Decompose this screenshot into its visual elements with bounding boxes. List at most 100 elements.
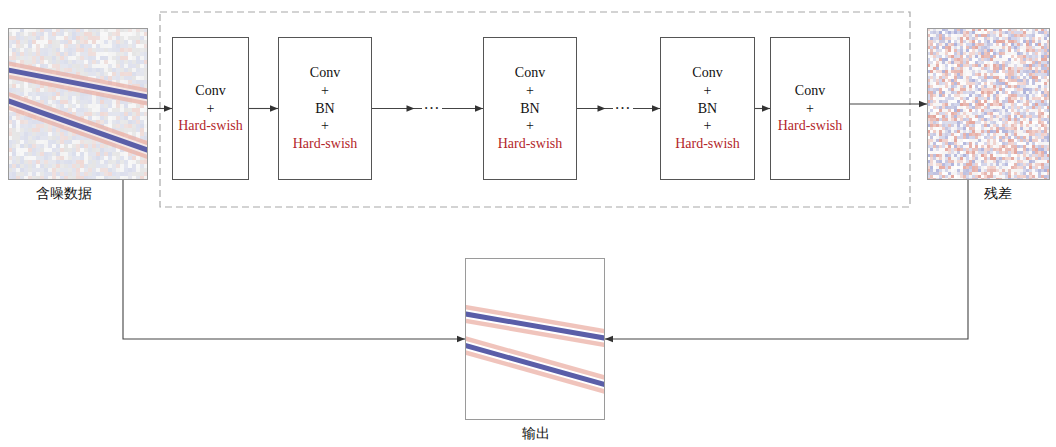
noise-cell [56, 136, 60, 140]
noise-cell [936, 73, 939, 76]
noise-cell [76, 160, 80, 164]
noise-cell [104, 108, 108, 112]
noise-cell [28, 132, 32, 136]
noise-cell [1011, 61, 1014, 64]
noise-cell [136, 104, 140, 108]
noise-cell [44, 64, 48, 68]
noise-cell [978, 73, 981, 76]
noise-cell [24, 56, 28, 60]
noise-cell [1044, 52, 1047, 55]
noise-cell [76, 164, 80, 168]
noise-cell [930, 49, 933, 52]
noise-cell [104, 100, 108, 104]
noise-cell [1041, 64, 1044, 67]
noise-cell [72, 48, 76, 52]
noise-cell [32, 136, 36, 140]
noise-cell [72, 140, 76, 144]
noise-cell [942, 46, 945, 49]
noise-cell [140, 124, 144, 128]
noise-cell [987, 64, 990, 67]
noise-cell [28, 36, 32, 40]
noise-cell [104, 40, 108, 44]
noise-cell [1011, 43, 1014, 46]
noise-cell [1032, 61, 1035, 64]
noise-cell [963, 37, 966, 40]
noise-cell [1029, 49, 1032, 52]
noise-cell [1005, 37, 1008, 40]
noise-cell [132, 168, 136, 172]
noise-cell [100, 60, 104, 64]
noise-cell [954, 37, 957, 40]
noise-cell [60, 152, 64, 156]
noise-cell [68, 60, 72, 64]
noise-cell [20, 152, 24, 156]
noise-cell [1014, 49, 1017, 52]
noise-cell [116, 156, 120, 160]
noise-cell [44, 156, 48, 160]
noise-cell [88, 116, 92, 120]
noise-cell [1023, 43, 1026, 46]
noise-cell [64, 96, 68, 100]
noise-cell [140, 128, 144, 132]
noise-cell [128, 76, 132, 80]
noise-cell [1017, 58, 1020, 61]
noise-cell [68, 32, 72, 36]
noise-cell [116, 44, 120, 48]
noise-cell [999, 31, 1002, 34]
noise-cell [1002, 40, 1005, 43]
noise-cell [88, 68, 92, 72]
noise-cell [100, 52, 104, 56]
noise-cell [951, 52, 954, 55]
noise-cell [40, 172, 44, 176]
noise-cell [88, 160, 92, 164]
noise-cell [951, 61, 954, 64]
noise-cell [12, 32, 16, 36]
noise-cell [975, 55, 978, 58]
noise-cell [12, 132, 16, 136]
noise-cell [1038, 58, 1041, 61]
noise-cell [978, 46, 981, 49]
noise-cell [76, 156, 80, 160]
noise-cell [104, 32, 108, 36]
noise-cell [88, 108, 92, 112]
noise-cell [942, 49, 945, 52]
noise-cell [32, 120, 36, 124]
noise-cell [64, 160, 68, 164]
noise-cell [24, 120, 28, 124]
noise-cell [975, 31, 978, 34]
noise-cell [1023, 49, 1026, 52]
noise-cell [64, 48, 68, 52]
noise-cell [996, 43, 999, 46]
noise-cell [124, 124, 128, 128]
noise-cell [1044, 43, 1047, 46]
noise-cell [72, 168, 76, 172]
noise-cell [24, 172, 28, 176]
noise-cell [1032, 67, 1035, 70]
noise-cell [20, 136, 24, 140]
noise-cell [72, 64, 76, 68]
noise-cell [16, 32, 20, 36]
noise-cell [999, 46, 1002, 49]
noise-cell [32, 124, 36, 128]
noise-cell [1005, 55, 1008, 58]
noise-cell [80, 144, 84, 148]
noise-cell [24, 124, 28, 128]
noise-cell [72, 164, 76, 168]
noise-cell [104, 120, 108, 124]
noise-cell [52, 40, 56, 44]
noise-cell [1020, 52, 1023, 55]
noise-cell [76, 64, 80, 68]
noise-cell [993, 64, 996, 67]
noise-cell [1023, 34, 1026, 37]
noise-cell [981, 64, 984, 67]
noise-cell [1020, 40, 1023, 43]
noise-cell [942, 37, 945, 40]
noise-cell [96, 144, 100, 148]
noise-cell [64, 64, 68, 68]
noise-cell [52, 96, 56, 100]
noise-cell [20, 60, 24, 64]
noise-cell [136, 80, 140, 84]
noise-cell [60, 160, 64, 164]
noise-cell [12, 80, 16, 84]
noise-cell [136, 120, 140, 124]
